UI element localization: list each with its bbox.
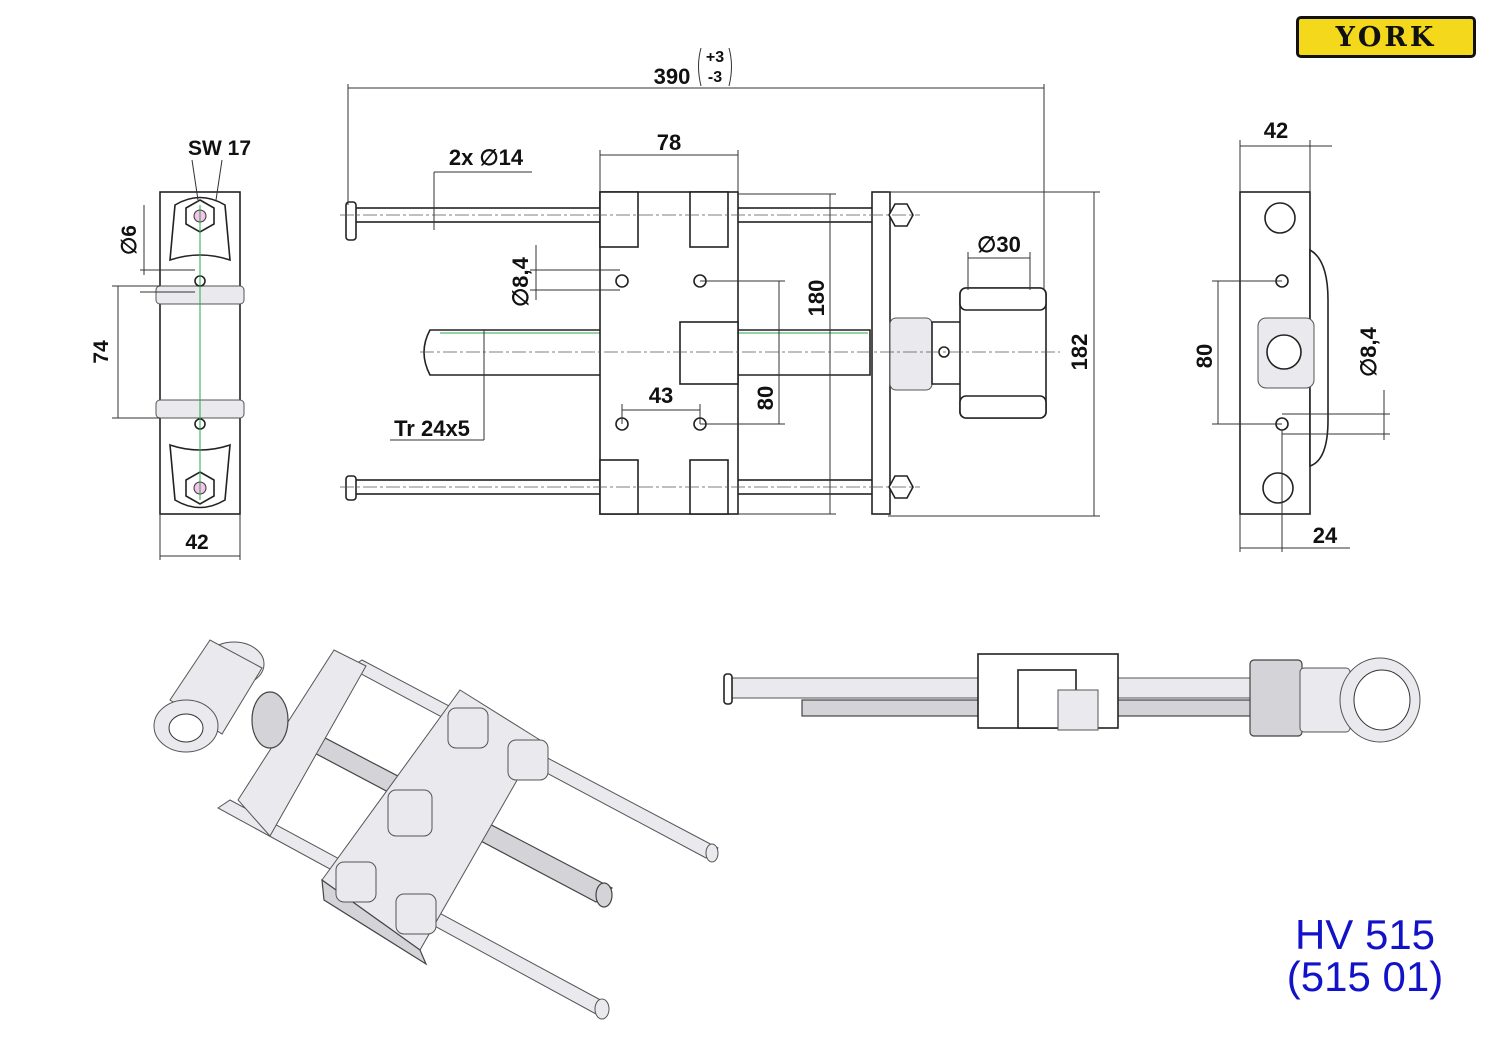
label-tr24x5: Tr 24x5 xyxy=(394,416,470,441)
socket-rim-top xyxy=(959,287,1047,311)
article-number: (515 01) xyxy=(1286,953,1444,1000)
label-42-right: 42 xyxy=(1264,118,1288,143)
left-side-view: SW 17 ∅6 74 42 xyxy=(90,137,251,560)
logo-text: YORK xyxy=(1335,21,1437,53)
label-80-right: 80 xyxy=(1192,344,1217,368)
right-side-view: 42 80 ∅8,4 24 xyxy=(1192,118,1390,552)
iso-block-4 xyxy=(335,861,377,903)
label-d84-right: ∅8,4 xyxy=(1356,326,1381,377)
hole-1 xyxy=(615,274,629,288)
elev-rod-end xyxy=(723,673,733,705)
elev-collar xyxy=(1249,659,1303,737)
lower-rod-end xyxy=(345,475,357,501)
block-tl xyxy=(599,191,639,248)
label-78: 78 xyxy=(657,130,681,155)
handle-hub xyxy=(889,317,933,391)
sw-leader xyxy=(191,159,199,201)
iso-front-plate xyxy=(237,649,367,837)
front-jaw-plate xyxy=(871,191,891,515)
right-bottom-ring xyxy=(1262,472,1294,504)
iso-rod-upper-end xyxy=(705,843,719,863)
iso-block-5 xyxy=(395,893,437,935)
right-top-ring xyxy=(1264,202,1296,234)
iso-rod-lower-end xyxy=(594,998,610,1020)
label-80-front: 80 xyxy=(753,386,778,410)
label-180: 180 xyxy=(804,280,829,317)
label-d6: ∅6 xyxy=(118,225,141,255)
label-390-tol-plus: +3 xyxy=(706,49,724,66)
label-74: 74 xyxy=(90,340,113,364)
label-390-tol-minus: -3 xyxy=(708,69,722,86)
isometric-view xyxy=(153,639,719,1020)
right-center-hole xyxy=(1266,334,1302,370)
label-43: 43 xyxy=(649,383,673,408)
iso-block-1 xyxy=(447,707,489,749)
label-24: 24 xyxy=(1313,523,1338,548)
iso-screw-tip xyxy=(595,882,613,908)
block-tr xyxy=(689,191,729,248)
york-logo: YORK xyxy=(1296,16,1476,58)
iso-handle-collar xyxy=(251,691,289,749)
label-sw17: SW 17 xyxy=(188,137,251,160)
label-42-left: 42 xyxy=(185,531,208,554)
elev-handle-bore xyxy=(1353,669,1411,731)
tolerance-brackets xyxy=(698,47,732,87)
elev-nut xyxy=(1057,689,1099,731)
upper-rod-end xyxy=(345,201,357,241)
right-hub-profile xyxy=(1309,248,1329,468)
label-d30: ∅30 xyxy=(977,232,1021,257)
iso-block-3 xyxy=(387,789,433,837)
label-d84-front: ∅8,4 xyxy=(508,256,533,307)
spindle-nut-block xyxy=(679,321,739,385)
label-2x-d14: 2x ∅14 xyxy=(449,145,524,170)
iso-handle-bore xyxy=(168,713,204,743)
label-182: 182 xyxy=(1067,334,1092,371)
model-number: HV 515 xyxy=(1294,911,1436,958)
label-390: 390 xyxy=(654,64,691,89)
front-view: 390 +3 -3 78 2x ∅14 ∅8,4 180 ∅30 182 80 … xyxy=(340,47,1100,517)
socket-rim-bottom xyxy=(959,395,1047,419)
sw-leader-2 xyxy=(215,159,223,201)
model-label: HV 515 (515 01) xyxy=(1250,914,1480,998)
iso-block-2 xyxy=(507,739,549,781)
elevation-view xyxy=(723,653,1421,743)
